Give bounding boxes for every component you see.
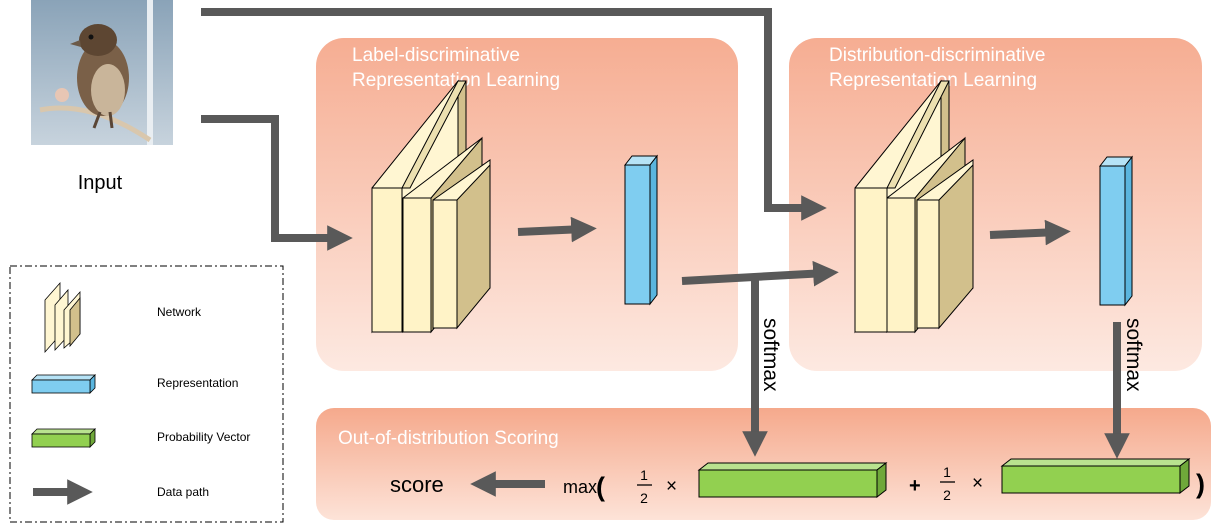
legend: Network Representation Probability Vecto…: [9, 265, 284, 523]
legend-network-icon: [44, 281, 81, 354]
representation-vector-1: [623, 154, 659, 306]
input-image: Input: [31, 0, 173, 194]
network-to-representation-arrow-2: [989, 219, 1071, 246]
fraction-numerator-1: 1: [640, 467, 648, 483]
legend-border: [9, 265, 284, 523]
panel-title-line1: Label-discriminative: [352, 45, 520, 66]
times-sign-1: ×: [666, 476, 677, 497]
panel-title-line1: Distribution-discriminative: [829, 45, 1045, 66]
panel-title: Out-of-distribution Scoring: [338, 428, 559, 449]
fraction-denominator-1: 2: [640, 490, 648, 506]
input-to-first-network-arrow: [201, 115, 353, 251]
probability-vector-2: [1000, 457, 1191, 495]
softmax-label-1: softmax: [759, 318, 782, 392]
legend-network-label: Network: [157, 305, 202, 319]
fraction-numerator-2: 1: [943, 464, 951, 480]
network-to-representation-arrow: [517, 216, 597, 243]
max-label: max: [563, 477, 597, 497]
legend-probability-label: Probability Vector: [157, 430, 250, 444]
softmax-label-2: softmax: [1122, 318, 1145, 392]
legend-representation-icon: [31, 374, 96, 394]
input-to-second-network-arrow: [201, 8, 827, 221]
representation-vector-2: [1098, 155, 1134, 307]
network-block-2: [854, 79, 974, 334]
representation-to-second-network-arrow: [681, 260, 839, 287]
panel-title-line2: Representation Learning: [829, 70, 1037, 91]
times-sign-2: ×: [972, 473, 983, 494]
legend-data-path-label: Data path: [157, 485, 209, 499]
probability-vector-1: [697, 461, 888, 499]
input-label: Input: [78, 172, 123, 194]
panel-title-line2: Representation Learning: [352, 70, 560, 91]
legend-representation-label: Representation: [157, 376, 238, 390]
plus-sign: +: [909, 475, 921, 497]
open-paren: (: [596, 472, 605, 502]
score-formula: score max ( 1 2 × + 1 2 × ): [390, 464, 1205, 506]
fraction-denominator-2: 2: [943, 487, 951, 503]
close-paren: ): [1196, 469, 1205, 499]
network-block-1: [371, 79, 491, 334]
data-paths: [201, 8, 1130, 497]
legend-probability-icon: [31, 428, 96, 448]
score-label: score: [390, 472, 444, 497]
